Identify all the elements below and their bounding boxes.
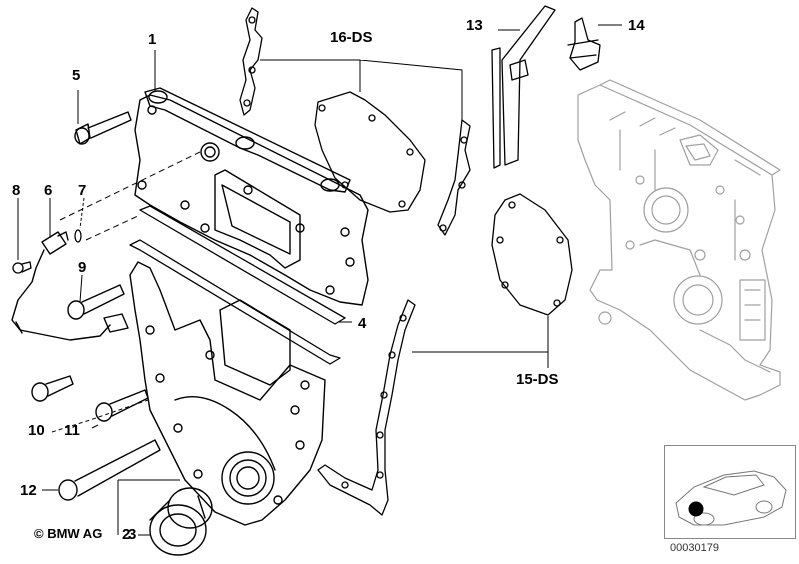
label-part-15-ds: 15-DS <box>516 371 559 388</box>
clip-14 <box>567 17 601 71</box>
gasket-16ds-right <box>437 119 471 236</box>
copyright-text: © BMW AG <box>34 526 103 541</box>
label-part-2: 2 <box>122 526 131 543</box>
gasket-strips <box>129 205 346 365</box>
upper-timing-cover <box>134 94 369 306</box>
screw-8 <box>12 261 32 274</box>
lower-timing-cover <box>129 261 326 526</box>
gasket-15ds <box>491 193 573 316</box>
label-part-3: 3 <box>128 526 137 543</box>
bolt-12 <box>58 439 161 501</box>
label-part-1: 1 <box>148 31 157 48</box>
rail-13 <box>491 5 556 169</box>
bolt-11 <box>95 389 149 422</box>
sensor-6 <box>11 231 129 341</box>
label-part-12: 12 <box>20 482 37 499</box>
label-part-13: 13 <box>466 17 483 34</box>
label-part-16-ds: 16-DS <box>330 29 373 46</box>
bolt-10 <box>31 375 74 402</box>
leader-lines <box>17 24 622 536</box>
label-part-9: 9 <box>78 259 87 276</box>
thumbnail-car <box>675 470 787 526</box>
gasket-16ds-left <box>239 7 263 116</box>
label-part-10: 10 <box>28 422 45 439</box>
engine-block-ghost <box>577 79 781 401</box>
label-part-14: 14 <box>628 17 645 34</box>
gasket-16ds <box>314 91 426 213</box>
label-part-6: 6 <box>44 182 53 199</box>
bolt-5 <box>74 111 132 145</box>
bolt-9 <box>67 284 125 320</box>
cover-bridge <box>144 87 351 193</box>
gasket-15ds-long <box>317 299 416 516</box>
label-part-8: 8 <box>12 182 21 199</box>
label-part-7: 7 <box>78 182 87 199</box>
location-marker-icon <box>688 501 704 517</box>
oring-7 <box>74 229 82 243</box>
label-part-5: 5 <box>72 67 81 84</box>
label-part-4: 4 <box>358 315 367 332</box>
diagram-id: 00030179 <box>670 542 719 554</box>
shaft-seal-3 <box>149 487 213 556</box>
